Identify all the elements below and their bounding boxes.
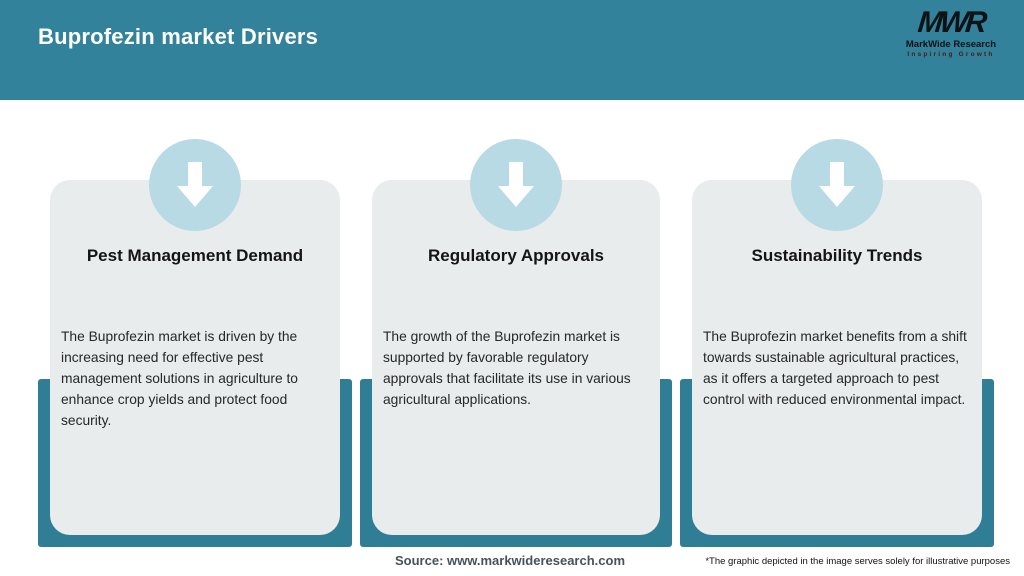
disclaimer-text: *The graphic depicted in the image serve… [705, 556, 1010, 567]
card-title: Sustainability Trends [751, 246, 923, 265]
card-pest-management-demand: Pest Management Demand The Buprofezin ma… [50, 180, 340, 535]
logo-acronym: MWR [916, 6, 986, 39]
card-body-text: The Buprofezin market is driven by the i… [61, 329, 298, 428]
card-title: Pest Management Demand [86, 246, 304, 265]
logo-tagline: Inspiring Growth [907, 50, 995, 58]
down-arrow-icon [149, 139, 241, 231]
source-text: Source: www.markwideresearch.com [395, 553, 626, 568]
card-body-text: The growth of the Buprofezin market is s… [383, 329, 631, 407]
card-sustainability-trends: Sustainability Trends The Buprofezin mar… [692, 180, 982, 535]
logo-name: MarkWide Research [905, 39, 997, 50]
page-title: Buprofezin market Drivers [38, 24, 319, 49]
header-bar: Buprofezin market Drivers MWR MarkWide R… [0, 0, 1024, 100]
down-arrow-icon [791, 139, 883, 231]
down-arrow-icon [470, 139, 562, 231]
markwide-research-logo: MWR MarkWide Research Inspiring Growth [896, 6, 1006, 58]
card-regulatory-approvals: Regulatory Approvals The growth of the B… [372, 180, 660, 535]
card-title: Regulatory Approvals [427, 246, 605, 265]
card-body-text: The Buprofezin market benefits from a sh… [703, 329, 967, 407]
